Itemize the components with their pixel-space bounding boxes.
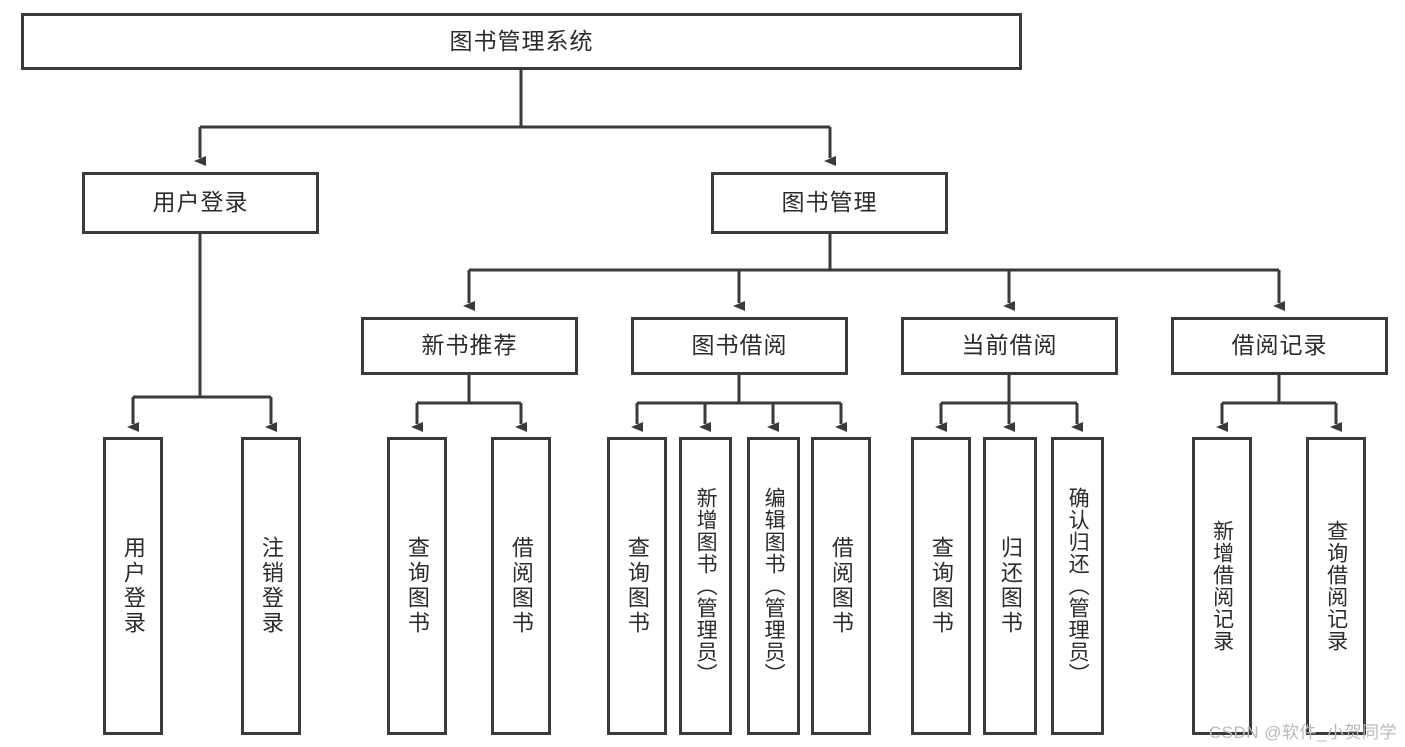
node-borrow-record[interactable]: 借阅记录 xyxy=(1171,317,1388,375)
leaf-borrow-book-recommend[interactable]: 借阅图书 xyxy=(491,437,551,735)
node-user-login[interactable]: 用户登录 xyxy=(82,172,319,234)
leaf-logout-login[interactable]: 注销登录 xyxy=(241,437,301,735)
node-label: 注销登录 xyxy=(258,536,284,636)
node-label: 编辑图书（管理员） xyxy=(762,487,786,685)
leaf-add-borrow-record[interactable]: 新增借阅记录 xyxy=(1192,437,1252,735)
node-label: 图书管理 xyxy=(781,189,878,216)
node-label: 借阅记录 xyxy=(1231,332,1328,359)
node-label: 查询图书 xyxy=(928,536,954,636)
node-root-book-management-system[interactable]: 图书管理系统 xyxy=(21,13,1022,70)
node-label: 查询图书 xyxy=(624,536,650,636)
leaf-query-book-recommend[interactable]: 查询图书 xyxy=(387,437,447,735)
node-label: 查询借阅记录 xyxy=(1324,520,1348,652)
leaf-query-borrow-record[interactable]: 查询借阅记录 xyxy=(1306,437,1366,735)
leaf-user-login[interactable]: 用户登录 xyxy=(103,437,163,735)
leaf-query-book-borrow[interactable]: 查询图书 xyxy=(607,437,667,735)
node-label: 图书借阅 xyxy=(691,332,788,359)
leaf-edit-book-admin[interactable]: 编辑图书（管理员） xyxy=(747,437,800,735)
node-label: 用户登录 xyxy=(152,189,249,216)
node-label: 借阅图书 xyxy=(828,536,854,636)
leaf-confirm-return-admin[interactable]: 确认归还（管理员） xyxy=(1051,437,1104,735)
node-label: 确认归还（管理员） xyxy=(1066,487,1090,685)
node-label: 归还图书 xyxy=(997,536,1023,636)
node-label: 当前借阅 xyxy=(961,332,1058,359)
node-book-management[interactable]: 图书管理 xyxy=(711,172,948,234)
node-label: 借阅图书 xyxy=(508,536,534,636)
leaf-query-book-current[interactable]: 查询图书 xyxy=(911,437,971,735)
leaf-add-book-admin[interactable]: 新增图书（管理员） xyxy=(679,437,732,735)
leaf-borrow-book-borrow[interactable]: 借阅图书 xyxy=(811,437,871,735)
node-book-borrow[interactable]: 图书借阅 xyxy=(631,317,848,375)
node-label: 新增借阅记录 xyxy=(1210,520,1234,652)
node-label: 新增图书（管理员） xyxy=(694,487,718,685)
node-label: 新书推荐 xyxy=(421,332,518,359)
node-label: 查询图书 xyxy=(404,536,430,636)
node-current-borrow[interactable]: 当前借阅 xyxy=(901,317,1118,375)
watermark-text: CSDN @软件_小贺同学 xyxy=(1208,723,1397,742)
leaf-return-book[interactable]: 归还图书 xyxy=(983,437,1037,735)
node-label: 用户登录 xyxy=(120,536,146,636)
node-label: 图书管理系统 xyxy=(449,27,594,54)
node-new-book-recommend[interactable]: 新书推荐 xyxy=(361,317,578,375)
